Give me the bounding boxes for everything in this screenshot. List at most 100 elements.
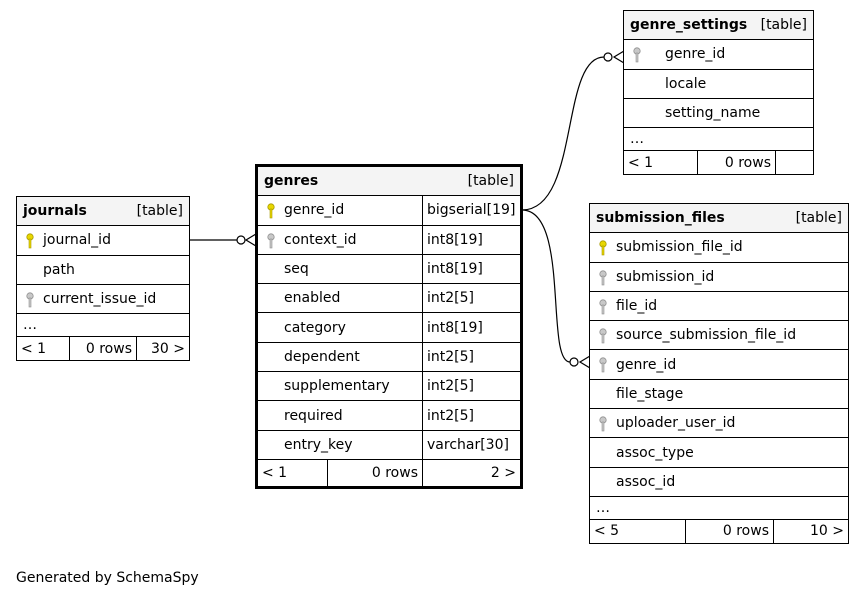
column-name: genre_id <box>665 46 726 63</box>
table-name: journals <box>23 203 87 220</box>
column-name: context_id <box>284 231 357 248</box>
table-footer: < 1 0 rows 2 > <box>258 459 520 486</box>
column-row[interactable]: journal_id <box>17 226 189 256</box>
column-type: int2[5] <box>422 284 474 313</box>
edge-genres-genre-settings <box>521 56 605 211</box>
table-footer: < 5 0 rows 10 > <box>590 519 848 543</box>
column-row[interactable]: submission_file_id <box>590 233 848 263</box>
table-footer: < 1 0 rows 30 > <box>17 337 189 361</box>
table-type: [table] <box>136 203 183 220</box>
column-row[interactable]: current_issue_id <box>17 285 189 315</box>
foreign-key-icon <box>599 299 607 315</box>
foreign-key-icon <box>26 292 34 308</box>
footer-next[interactable]: 2 > <box>422 459 520 486</box>
table-header: genres [table] <box>258 167 520 197</box>
column-name: submission_id <box>616 268 715 285</box>
column-name: supplementary <box>284 378 390 395</box>
column-row[interactable]: locale <box>624 70 813 99</box>
column-row[interactable]: submission_id <box>590 263 848 292</box>
table-name: genre_settings <box>630 17 748 34</box>
primary-key-icon <box>267 203 275 219</box>
column-name: path <box>43 261 75 278</box>
footer-prev[interactable]: < 5 <box>594 523 620 540</box>
column-name: entry_key <box>284 436 353 453</box>
column-name: enabled <box>284 290 341 307</box>
primary-key-icon <box>26 233 34 249</box>
foreign-key-icon <box>599 328 607 344</box>
foreign-key-icon <box>599 357 607 373</box>
column-row[interactable]: assoc_id <box>590 468 848 497</box>
table-name: submission_files <box>596 210 725 227</box>
column-name: assoc_id <box>616 473 676 490</box>
column-name: uploader_user_id <box>616 415 736 432</box>
table-journals[interactable]: journals [table] journal_id path current… <box>16 196 190 362</box>
column-row[interactable]: dependent int2[5] <box>258 342 520 373</box>
column-row[interactable]: enabled int2[5] <box>258 284 520 314</box>
column-name: source_submission_file_id <box>616 327 797 344</box>
table-type: [table] <box>467 173 514 190</box>
column-row[interactable]: path <box>17 256 189 285</box>
table-submission-files[interactable]: submission_files [table] submission_file… <box>589 203 849 544</box>
foreign-key-icon <box>633 47 641 63</box>
column-name: required <box>284 407 343 424</box>
column-row[interactable]: entry_key varchar[30] <box>258 430 520 460</box>
table-header: submission_files [table] <box>590 204 848 234</box>
footer-prev[interactable]: < 1 <box>628 154 654 171</box>
column-type: int8[19] <box>422 254 483 284</box>
footer-next[interactable] <box>775 151 813 175</box>
column-name: locale <box>665 75 707 92</box>
column-row[interactable]: context_id int8[19] <box>258 225 520 255</box>
column-name: category <box>284 319 346 336</box>
column-row[interactable]: category int8[19] <box>258 313 520 343</box>
column-name: genre_id <box>616 356 677 373</box>
column-row[interactable]: file_id <box>590 292 848 322</box>
column-name: setting_name <box>665 105 761 122</box>
column-name: journal_id <box>43 232 111 249</box>
column-name: submission_file_id <box>616 239 743 256</box>
column-type: int2[5] <box>422 401 474 430</box>
column-name: seq <box>284 261 309 278</box>
column-row[interactable]: supplementary int2[5] <box>258 372 520 402</box>
column-type: int2[5] <box>422 342 474 372</box>
table-header: journals [table] <box>17 197 189 227</box>
footer-next[interactable]: 30 > <box>136 337 189 361</box>
footer-next[interactable]: 10 > <box>773 519 848 543</box>
footer-prev[interactable]: < 1 <box>21 340 47 357</box>
foreign-key-icon <box>267 232 275 248</box>
table-genre-settings[interactable]: genre_settings [table] genre_id locale s… <box>623 10 814 176</box>
foreign-key-icon <box>599 269 607 285</box>
column-row[interactable]: seq int8[19] <box>258 254 520 285</box>
table-name: genres <box>264 173 319 190</box>
column-type: int8[19] <box>422 313 483 342</box>
column-type: int8[19] <box>422 225 483 254</box>
column-row[interactable]: setting_name <box>624 99 813 129</box>
column-row[interactable]: assoc_type <box>590 438 848 468</box>
table-genres[interactable]: genres [table] genre_id bigserial[19] co… <box>255 164 523 489</box>
column-name: assoc_type <box>616 444 694 461</box>
table-type: [table] <box>760 17 807 34</box>
footer-rows: 0 rows <box>69 337 136 361</box>
table-header: genre_settings [table] <box>624 11 813 41</box>
column-row[interactable]: genre_id <box>590 350 848 380</box>
column-row[interactable]: genre_id bigserial[19] <box>258 196 520 226</box>
column-type: varchar[30] <box>422 430 509 459</box>
footer-prev[interactable]: < 1 <box>262 464 288 481</box>
footer-rows: 0 rows <box>327 459 422 486</box>
primary-key-icon <box>599 240 607 256</box>
column-name: dependent <box>284 348 360 365</box>
column-name: genre_id <box>284 202 345 219</box>
column-name: file_id <box>616 298 658 315</box>
column-name: current_issue_id <box>43 291 157 308</box>
more-columns: … <box>590 497 848 520</box>
column-row[interactable]: uploader_user_id <box>590 409 848 439</box>
table-footer: < 1 0 rows <box>624 151 813 175</box>
column-row[interactable]: required int2[5] <box>258 401 520 431</box>
column-type: int2[5] <box>422 372 474 401</box>
generator-credit: Generated by SchemaSpy <box>16 570 199 586</box>
column-row[interactable]: genre_id <box>624 40 813 70</box>
column-row[interactable]: source_submission_file_id <box>590 321 848 351</box>
column-row[interactable]: file_stage <box>590 380 848 410</box>
table-type: [table] <box>795 210 842 227</box>
footer-rows: 0 rows <box>697 151 775 175</box>
